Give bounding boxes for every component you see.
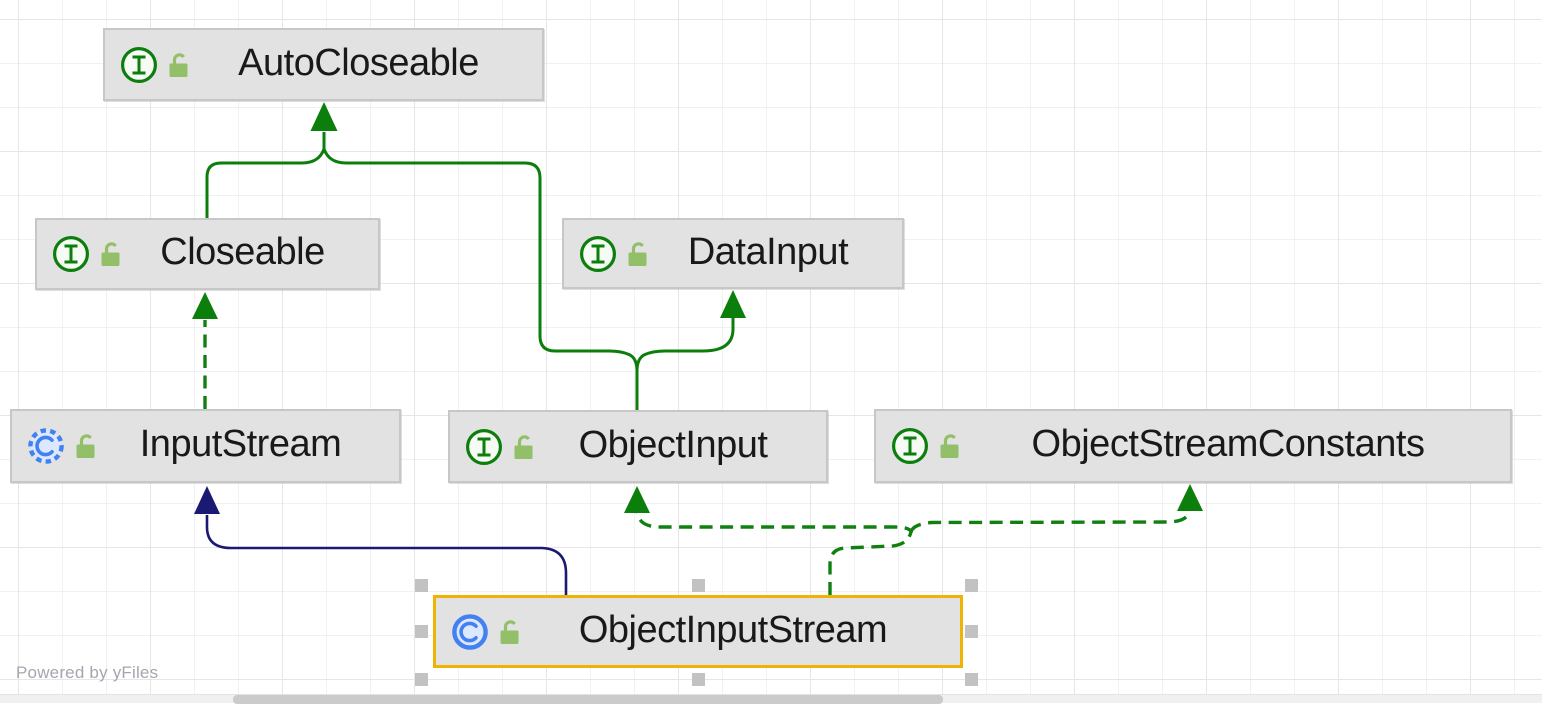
- class-node-closeable[interactable]: Closeable: [35, 218, 380, 290]
- selection-handle[interactable]: [964, 625, 978, 638]
- class-node-datainput[interactable]: DataInput: [562, 218, 904, 289]
- selection-handle[interactable]: [691, 578, 705, 592]
- edge-closeable-extends-autocloseable[interactable]: [205, 132, 326, 218]
- edge-objectinputstream-implements-objectinput[interactable]: [635, 511, 913, 595]
- unlocked-icon: [497, 617, 522, 647]
- edge-objectinputstream-extends-inputstream[interactable]: [205, 515, 568, 595]
- class-node-label: ObjectInputStream: [578, 608, 888, 651]
- horizontal-scrollbar-track[interactable]: [0, 694, 1542, 704]
- class-node-label: ObjectInput: [578, 423, 768, 466]
- unlocked-icon: [937, 431, 962, 461]
- interface-icon: [578, 234, 618, 274]
- interface-icon: [51, 234, 91, 274]
- class-node-label: Closeable: [160, 231, 325, 273]
- interface-icon: [464, 427, 504, 467]
- selection-handle[interactable]: [691, 672, 705, 686]
- edge-objectinput-extends-datainput[interactable]: [635, 318, 735, 410]
- selection-handle[interactable]: [414, 672, 428, 686]
- interface-icon: [890, 426, 930, 466]
- unlocked-icon: [98, 239, 123, 269]
- class-node-label: ObjectStreamConstants: [1031, 423, 1425, 465]
- unlocked-icon: [625, 239, 650, 269]
- interface-icon: [119, 45, 159, 85]
- unlocked-icon: [73, 431, 98, 461]
- class-node-inputstream[interactable]: InputStream: [10, 409, 401, 483]
- edge-objectinputstream-implements-objectstreamconstants[interactable]: [909, 509, 1192, 533]
- class-node-objectinputstream[interactable]: ObjectInputStream: [433, 595, 963, 668]
- edge-objectinput-extends-autocloseable[interactable]: [322, 148, 639, 410]
- class-icon: [450, 612, 490, 652]
- arrowhead-autocloseable: [310, 102, 338, 131]
- selection-handle[interactable]: [964, 578, 978, 592]
- arrowhead-datainput: [720, 290, 746, 318]
- class-node-objectstreamconstants[interactable]: ObjectStreamConstants: [874, 409, 1512, 483]
- arrowhead-inputstream: [194, 486, 220, 514]
- class-node-objectinput[interactable]: ObjectInput: [448, 410, 828, 483]
- selection-handle[interactable]: [964, 672, 978, 686]
- yfiles-watermark: Powered by yFiles: [16, 663, 159, 682]
- class-node-label: InputStream: [139, 423, 342, 465]
- horizontal-scrollbar-thumb[interactable]: [233, 695, 943, 704]
- selection-handle[interactable]: [414, 625, 428, 638]
- unlocked-icon: [166, 50, 191, 80]
- class-node-autocloseable[interactable]: AutoCloseable: [103, 28, 544, 101]
- unlocked-icon: [511, 432, 536, 462]
- class-node-label: DataInput: [687, 230, 849, 273]
- arrowhead-objectinput: [624, 486, 650, 513]
- class-node-label: AutoCloseable: [238, 41, 479, 84]
- abstract-class-icon: [26, 426, 66, 466]
- selection-handle[interactable]: [414, 578, 428, 592]
- arrowhead-closeable: [192, 292, 218, 319]
- arrowhead-objectstreamconstants: [1177, 484, 1203, 511]
